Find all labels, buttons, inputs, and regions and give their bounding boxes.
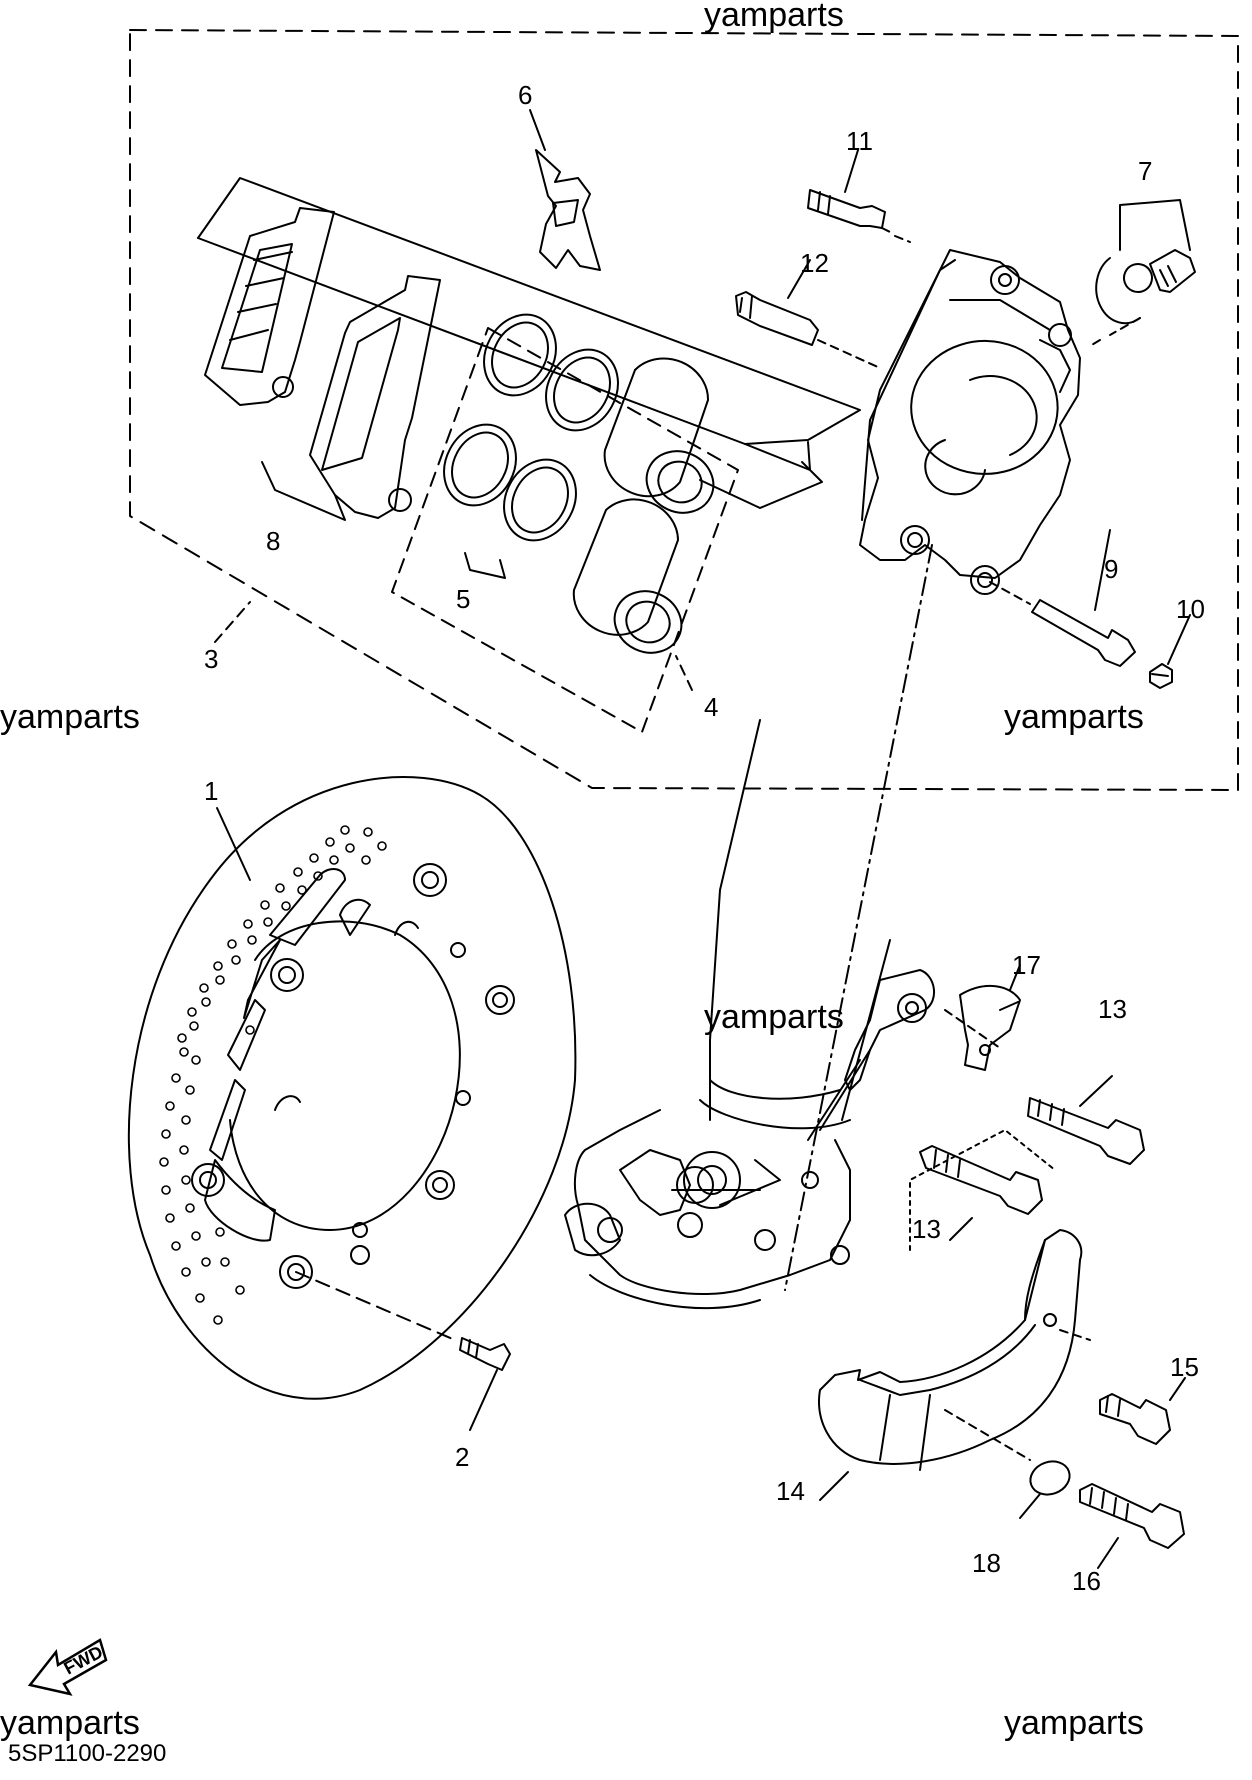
callout-15: 15 <box>1170 1352 1199 1382</box>
bleed-valve <box>1089 199 1196 347</box>
bolt-13-lower <box>919 1145 1043 1241</box>
caliper-assembly-boundary <box>129 29 1239 791</box>
callout-2: 2 <box>455 1442 469 1472</box>
brake-disc <box>127 776 577 1400</box>
watermark-bottom-right: yamparts <box>1004 1704 1144 1742</box>
callout-14: 14 <box>776 1476 805 1506</box>
pistons <box>572 357 715 654</box>
callout-13-upper: 13 <box>1098 994 1127 1024</box>
guide-line-lower <box>197 237 811 471</box>
callout-5: 5 <box>456 584 470 614</box>
watermark-left: yamparts <box>0 698 140 736</box>
callout-numbers: 1 2 3 4 5 6 7 8 9 10 11 12 13 13 14 15 1… <box>204 80 1205 1596</box>
callout-3: 3 <box>204 644 218 674</box>
hose-guide-17 <box>807 964 1021 1141</box>
washer-18 <box>1019 1460 1071 1519</box>
bolt-13-upper <box>1027 1075 1145 1165</box>
callout-18: 18 <box>972 1548 1001 1578</box>
piston-seals <box>443 313 619 579</box>
pad-spring-clip <box>535 149 601 271</box>
nut-10 <box>1149 663 1173 689</box>
callout-17: 17 <box>1012 950 1041 980</box>
callout-7: 7 <box>1138 156 1152 186</box>
callout-13-lower: 13 <box>912 1214 941 1244</box>
callout-16: 16 <box>1072 1566 1101 1596</box>
callout-leaders <box>216 109 1191 1011</box>
watermark-right-upper: yamparts <box>1004 698 1144 736</box>
callout-8: 8 <box>266 526 280 556</box>
caliper-guard-14 <box>818 1129 1091 1501</box>
disc-screw-2 <box>295 1271 511 1431</box>
caliper-pin-11 <box>807 189 911 243</box>
callout-10: 10 <box>1176 594 1205 624</box>
piston-kit-boundary <box>391 327 739 733</box>
leader-3 <box>214 601 251 643</box>
leader-4 <box>675 655 693 691</box>
guide-line-piston <box>699 461 823 509</box>
brake-pads <box>204 207 441 521</box>
watermark-bottom-left: yamparts <box>0 1704 140 1742</box>
callout-9: 9 <box>1104 554 1118 584</box>
watermark-center: yamparts <box>704 998 844 1036</box>
fwd-arrow-icon: FWD <box>27 1638 108 1696</box>
bolt-15 <box>1099 1377 1186 1445</box>
drawing-code: 5SP1100-2290 <box>8 1740 167 1767</box>
caliper-body <box>859 249 1081 595</box>
watermark-top: yamparts <box>704 0 844 34</box>
callout-6: 6 <box>518 80 532 110</box>
callout-4: 4 <box>704 692 718 722</box>
callout-1: 1 <box>204 776 218 806</box>
callout-11: 11 <box>846 126 873 156</box>
caliper-pin-12 <box>735 291 881 369</box>
bolt-16 <box>1079 1483 1185 1569</box>
guide-line-upper <box>197 177 861 445</box>
guide-line-mount <box>784 544 933 1291</box>
caliper-bolt-9 <box>989 581 1136 667</box>
callout-12: 12 <box>800 248 829 278</box>
